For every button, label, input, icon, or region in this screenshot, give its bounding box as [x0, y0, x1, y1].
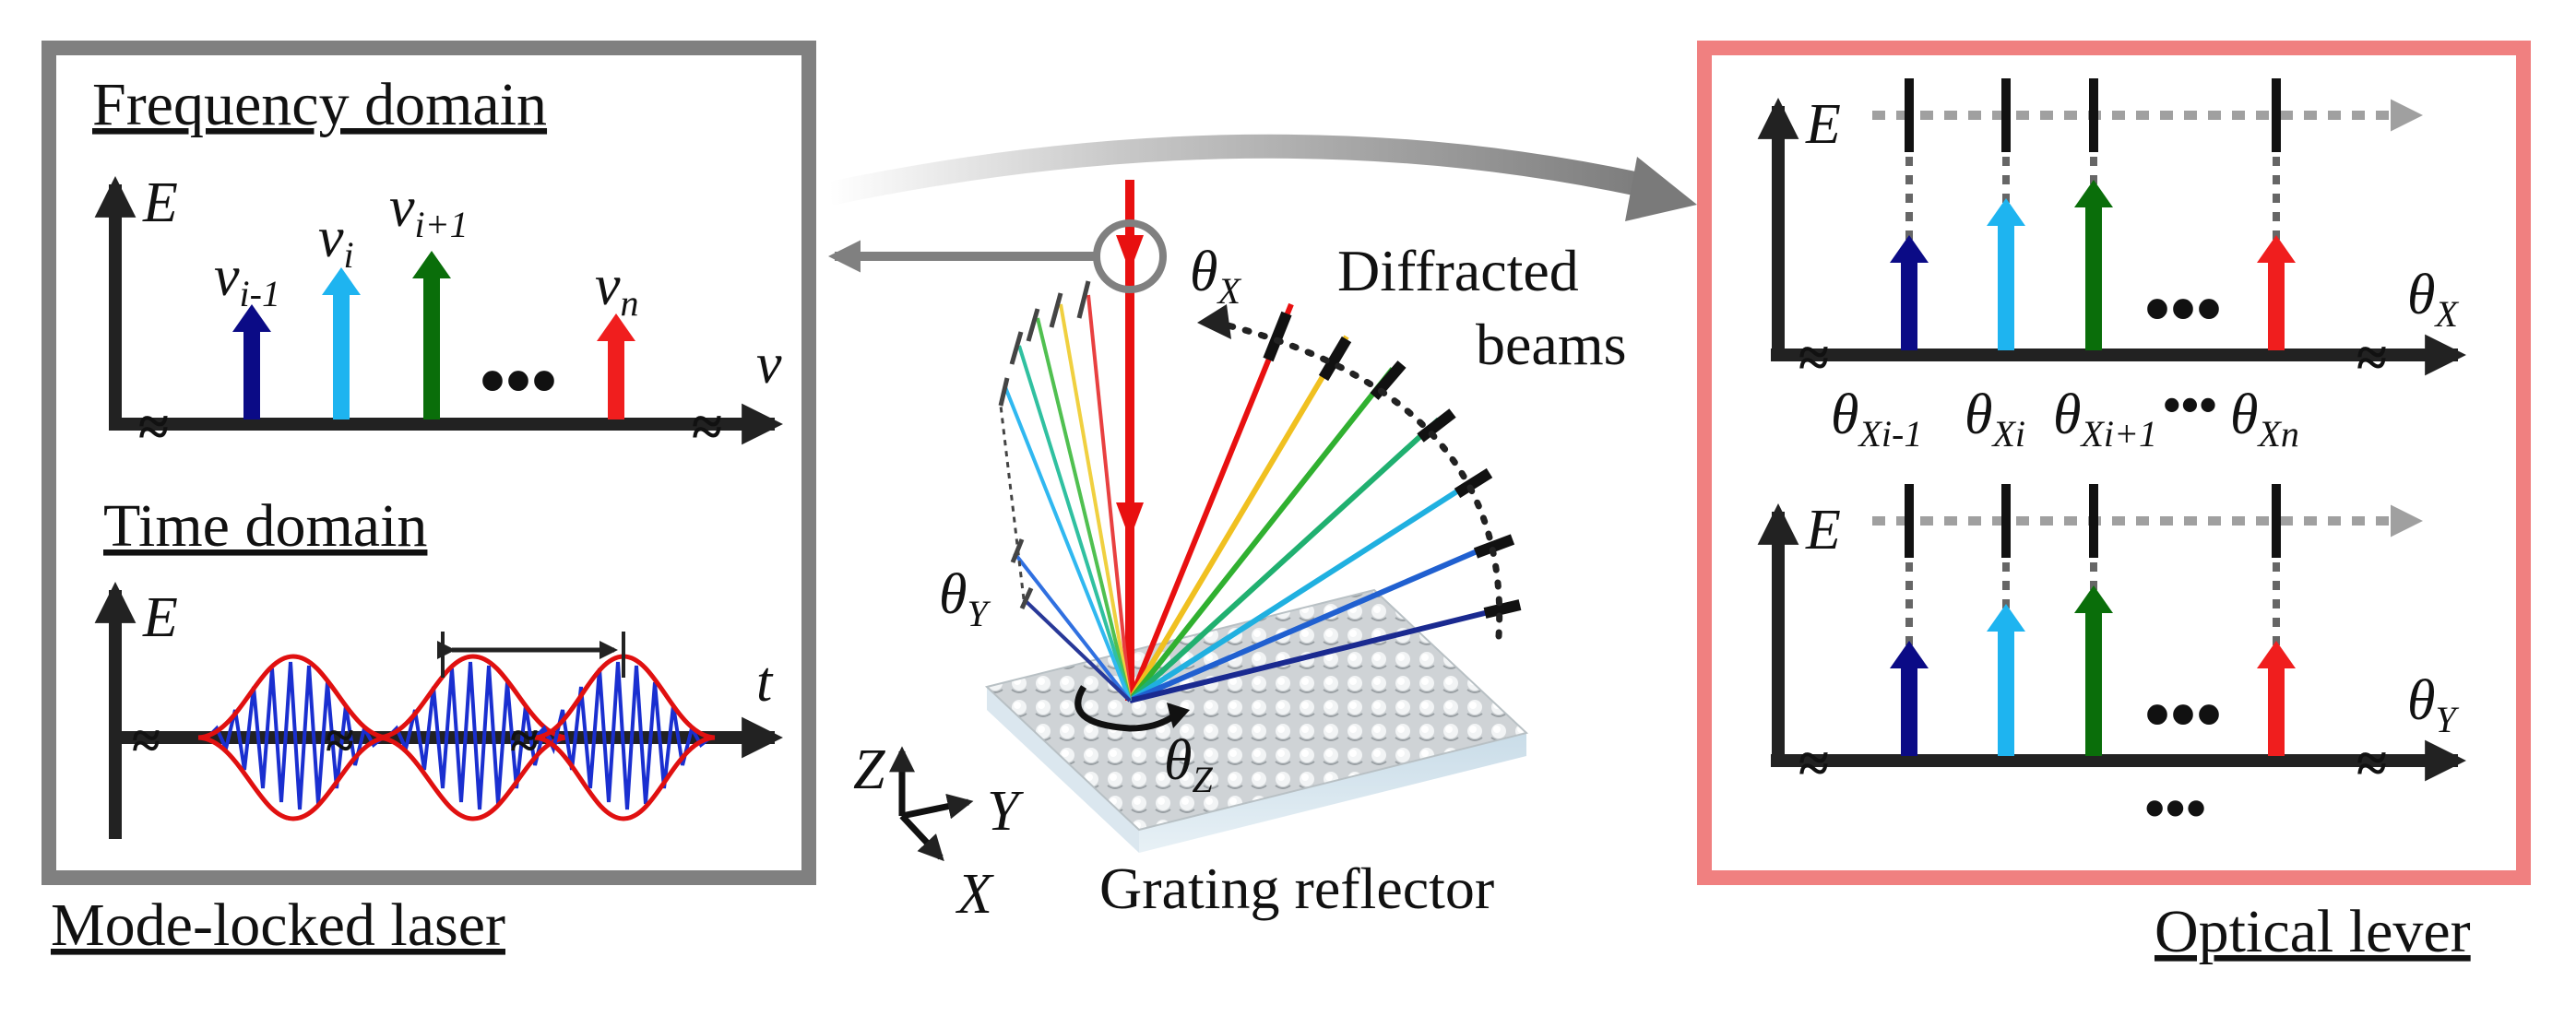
mode-locked-laser-caption: Mode-locked laser — [51, 892, 505, 959]
grating-reflector-caption: Grating reflector — [1099, 856, 1494, 921]
time-y-axis-label: E — [142, 586, 178, 649]
theta-z-arrowhead — [1167, 703, 1190, 728]
diffracted-beams-label-line1: Diffracted — [1337, 238, 1579, 303]
position-label-xi+1: θXi+1 — [2053, 384, 2157, 455]
theta-x-arc-arrowhead — [1197, 304, 1231, 339]
bottom-axis-break-left: ≈ — [1798, 733, 1829, 794]
grating-reflector-group: θX θY θZ Diffracted beams Z Y X Grating … — [853, 180, 1627, 926]
theta-x-label: θX — [1190, 241, 1241, 312]
mode-label-i: νi — [318, 207, 354, 276]
theta-x-axes: E θX ≈ ≈ — [1757, 93, 2466, 388]
time-axis-break-2: ≈ — [326, 713, 354, 770]
bottom-x-axis-label: θY — [2407, 669, 2459, 740]
theta-z-rotation-arrow — [1074, 685, 1179, 732]
time-domain-title: Time domain — [103, 492, 427, 560]
grating-slab-front — [1139, 733, 1526, 853]
optical-lever-panel: E θX ≈ ≈ ••• θXi-1 — [1697, 41, 2531, 885]
theta-x-position-labels: θXi-1 θXi θXi+1 ••• θXn — [1831, 377, 2299, 455]
time-axis-break-3: ≈ — [510, 713, 539, 770]
top-axis-break-right: ≈ — [2356, 327, 2387, 388]
theta-x-mode-arrows: ••• — [1890, 180, 2296, 350]
time-x-axis-label: t — [756, 651, 774, 714]
mode-label-i+1: νi+1 — [389, 176, 469, 245]
coordinate-axes: Z Y X — [853, 738, 1024, 926]
theta-y-dashed-arc — [999, 405, 1026, 600]
pulse-train: ≈ ≈ ≈ — [132, 654, 716, 821]
mode-arrowhead-n — [597, 313, 635, 341]
position-label-xi-1: θXi-1 — [1831, 384, 1922, 455]
position-label-xi: θXi — [1965, 384, 2025, 455]
theta-y-axes: E θY ≈ ≈ — [1757, 499, 2466, 794]
theta-x-dotted-arc — [1214, 319, 1503, 640]
time-axis-break-1: ≈ — [132, 713, 160, 770]
top-x-axis-label: θX — [2407, 264, 2459, 335]
pulse-carrier-1 — [206, 661, 385, 810]
top-axis-break-left: ≈ — [1798, 327, 1829, 388]
mode-locked-laser-panel: Frequency domain E ν ≈ ≈ ••• νi-1 νi νi — [42, 41, 816, 885]
freq-axis-break-left: ≈ — [138, 396, 169, 457]
grating-slab-side — [987, 687, 1139, 853]
theta-y-mode-arrows: ••• — [1890, 585, 2296, 756]
grating-surface — [984, 588, 1529, 832]
pulse-carrier-2 — [386, 661, 564, 810]
top-ellipsis: ••• — [2144, 269, 2222, 350]
theta-z-label: θZ — [1164, 729, 1213, 800]
theta-y-label: θY — [939, 563, 991, 634]
freq-ellipsis: ••• — [480, 341, 557, 422]
optical-lever-caption: Optical lever — [2155, 898, 2471, 965]
freq-x-axis-label: ν — [756, 333, 782, 396]
laser-to-lever-curve — [827, 134, 1663, 206]
connector-arrows — [827, 134, 1697, 273]
axis-z-label: Z — [853, 738, 885, 801]
left-panel-frame — [42, 41, 816, 885]
frequency-domain-title: Frequency domain — [92, 71, 547, 138]
diffracted-beams-label-line2: beams — [1476, 312, 1627, 377]
incident-beam-arrow-2 — [1116, 502, 1144, 539]
frequency-mode-labels: νi-1 νi νi+1 νn — [214, 176, 639, 324]
top-y-axis-label: E — [1805, 93, 1841, 156]
mode-arrowhead-i — [322, 267, 361, 295]
right-panel-frame — [1697, 41, 2531, 885]
beam-probe-ring — [1093, 219, 1167, 293]
freq-axis-break-right: ≈ — [692, 396, 722, 457]
bottom-y-axis-label: E — [1805, 499, 1841, 561]
diffracted-beams-right — [1127, 302, 1522, 703]
incident-beam-arrow-1 — [1116, 235, 1144, 272]
axis-y-label: Y — [987, 780, 1024, 843]
mode-label-i-1: νi-1 — [214, 245, 280, 314]
axis-x-label: X — [955, 863, 994, 926]
bottom-axis-break-right: ≈ — [2356, 733, 2387, 794]
position-label-xn: θXn — [2230, 384, 2299, 455]
diffracted-beams-left — [998, 280, 1132, 703]
bottom-panel-ellipsis: ••• — [2144, 775, 2206, 841]
laser-to-lever-curve-head — [1625, 157, 1697, 221]
mode-arrowhead-i+1 — [412, 251, 451, 278]
mode-label-n: νn — [595, 254, 639, 324]
mode-arrowhead-i-1 — [232, 304, 271, 332]
pulse-period-marker — [437, 632, 625, 678]
frequency-axes: E ν ≈ ≈ — [94, 171, 783, 457]
theta-y-markers — [1905, 484, 2281, 650]
frequency-mode-arrows: ••• — [232, 251, 635, 422]
pulse-envelope-1 — [197, 654, 388, 821]
bottom-ellipsis: ••• — [2144, 675, 2222, 756]
position-ellipsis: ••• — [2163, 377, 2217, 434]
freq-y-axis-label: E — [142, 171, 178, 234]
